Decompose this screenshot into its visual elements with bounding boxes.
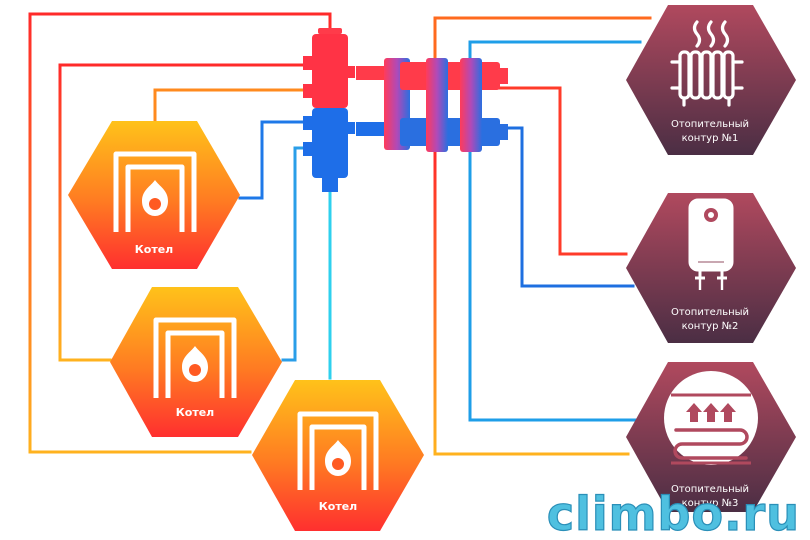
pipe-circuit2-return [498, 126, 635, 288]
circuit-2: Отопительный контур №2 [626, 193, 796, 343]
circuit-label-line1: Отопительный [671, 307, 749, 318]
boiler-1: Котел [68, 121, 240, 269]
circuit-label-line1: Отопительный [671, 484, 749, 495]
circuit-label-line2: контур №3 [682, 498, 739, 509]
radiator-icon [670, 20, 744, 107]
pipe-boiler1-supply [153, 88, 320, 122]
circuit-3: Отопительный контур №3 [626, 362, 796, 512]
boiler-icon [153, 317, 237, 398]
boiler-label: Котел [135, 243, 173, 256]
boiler-2: Котел [110, 287, 282, 437]
water-heater-icon [688, 198, 734, 290]
boiler-3: Котел [252, 380, 424, 531]
circuit-label-line1: Отопительный [671, 119, 749, 130]
pipe-boiler2-return [281, 146, 320, 362]
pipe-circuit3-return [468, 148, 642, 422]
floor-heating-icon [664, 371, 758, 465]
boiler-label: Котел [319, 500, 357, 513]
pipe-boiler1-outer [58, 63, 320, 362]
boiler-icon [113, 151, 197, 232]
circuit-1: Отопительный контур №1 [626, 5, 796, 155]
circuit-label-line2: контур №1 [682, 133, 739, 144]
distribution-manifold [356, 58, 508, 152]
pipe-circuit3-supply [433, 148, 630, 456]
pipes [28, 12, 652, 456]
pipe-boiler1-return [238, 120, 320, 200]
pipe-outer-loop [28, 12, 332, 454]
boiler-icon [297, 411, 379, 490]
pipe-circuit2-supply [498, 86, 628, 256]
watermark: climbo.ru [547, 487, 800, 540]
hydraulic-separator [303, 28, 355, 192]
circuit-label-line2: контур №2 [682, 321, 739, 332]
boiler-label: Котел [176, 406, 214, 419]
